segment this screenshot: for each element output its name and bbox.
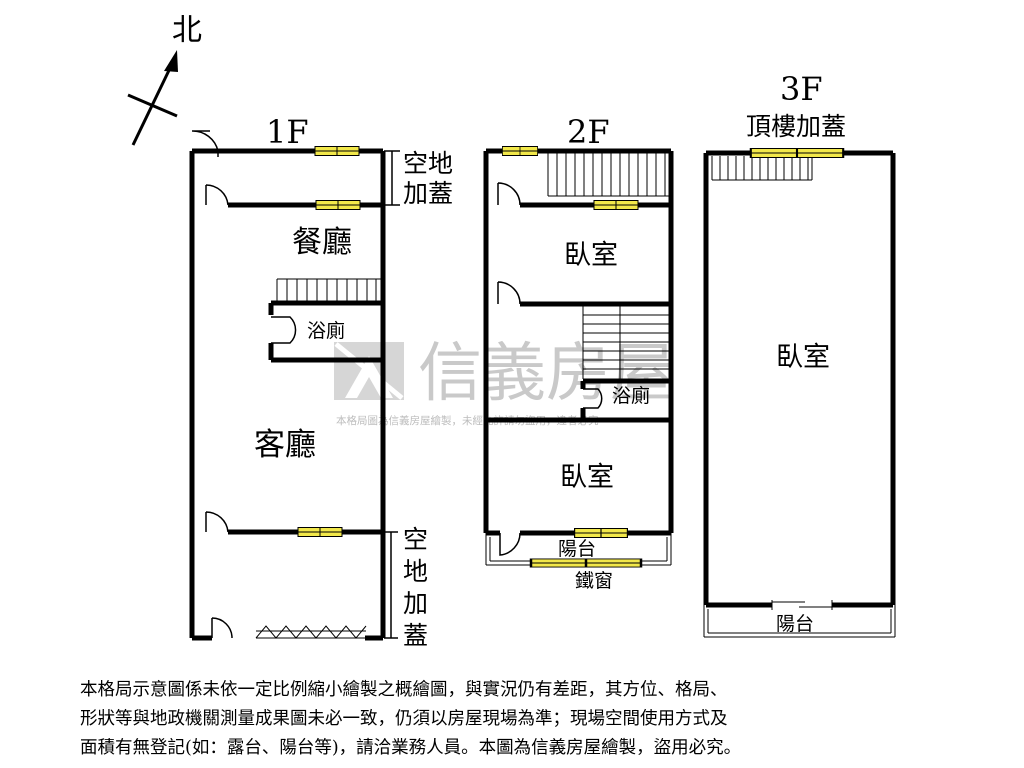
- floor-3f-window: [749, 147, 845, 159]
- floor-2f-stairs-top: [547, 153, 669, 197]
- floor-3f-subtitle: 頂樓加蓋: [746, 112, 846, 141]
- floor-2f-plan: 2F: [483, 113, 674, 592]
- watermark-brand: 信義房屋: [418, 337, 674, 411]
- floor-2f-label: 2F: [567, 113, 610, 151]
- floor-2f-doors: [497, 182, 603, 556]
- disclaimer-text: 本格局示意圖係未依一定比例縮小繪製之概繪圖，與實況仍有差距，其方位、格局、 形狀…: [80, 676, 980, 763]
- room-2f-bedroom-top: 臥室: [564, 240, 618, 271]
- floor-2f-stairs-middle: [582, 306, 669, 379]
- floor-3f-balcony: [703, 605, 896, 638]
- floor-1f-doors: [191, 130, 297, 639]
- annot-1f-bottom-1: 空: [403, 525, 428, 554]
- floor-3f-sliding-door: [771, 600, 833, 610]
- floor-3f-label: 3F: [780, 70, 823, 108]
- room-2f-balcony: 陽台: [558, 538, 596, 560]
- dimension-top-icon: [384, 150, 400, 206]
- room-1f-living: 客廳: [254, 427, 316, 463]
- room-2f-bedroom-bottom: 臥室: [560, 462, 614, 493]
- room-3f-bedroom: 臥室: [776, 342, 830, 373]
- floor-1f-plan: 1F: [189, 113, 453, 650]
- disclaimer-line-2: 形狀等與地政機關測量成果圖未必一致，仍須以房屋現場為準；現場空間使用方式及: [80, 709, 728, 729]
- floor-1f-stairs: [276, 278, 381, 301]
- floor-3f-stairs: [711, 156, 813, 181]
- folding-gate-icon: [255, 625, 367, 639]
- floor-1f-label: 1F: [266, 113, 309, 151]
- north-arrow-icon: [127, 50, 178, 146]
- annot-1f-bottom-2: 地: [403, 557, 428, 586]
- annot-1f-top-line2: 加蓋: [403, 179, 453, 208]
- room-1f-dining: 餐廳: [292, 225, 352, 260]
- floor-3f-plan: 3F 頂樓加蓋: [703, 70, 896, 638]
- annot-1f-bottom-4: 蓋: [403, 621, 428, 650]
- room-3f-balcony: 陽台: [776, 613, 814, 635]
- room-1f-bath: 浴廁: [307, 319, 345, 342]
- annot-1f-top-line1: 空地: [403, 149, 453, 178]
- annot-1f-bottom-3: 加: [403, 589, 428, 618]
- room-2f-bath: 浴廁: [612, 384, 650, 407]
- north-label: 北: [172, 13, 202, 48]
- iron-window-icon: [529, 557, 643, 569]
- floor-3f-walls: [703, 150, 896, 608]
- watermark-logo-icon: [334, 342, 404, 400]
- floor-2f-balcony: [485, 533, 672, 566]
- watermark-note: 本格局圖為信義房屋繪製，未經允許請勿盜用，違者必究: [336, 414, 599, 427]
- room-2f-iron-window: 鐵窗: [575, 570, 613, 592]
- disclaimer-line-3: 面積有無登記(如：露台、陽台等)，請洽業務人員。本圖為信義房屋繪製，盜用必究。: [80, 738, 742, 758]
- dimension-bottom-icon: [384, 531, 398, 639]
- disclaimer-line-1: 本格局示意圖係未依一定比例縮小繪製之概繪圖，與實況仍有差距，其方位、格局、: [80, 680, 728, 700]
